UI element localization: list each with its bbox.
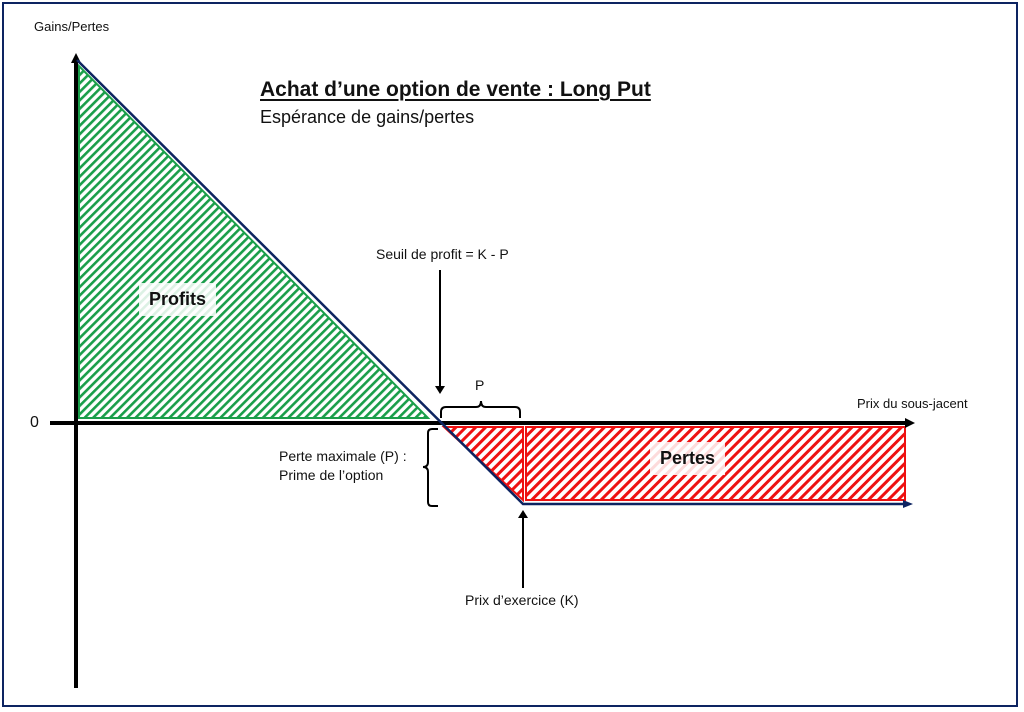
profits-region-label: Profits xyxy=(139,283,217,316)
profit-region xyxy=(78,63,431,419)
max-loss-label-line1: Perte maximale (P) : xyxy=(279,448,407,464)
diagram-subtitle: Espérance de gains/pertes xyxy=(260,107,475,127)
loss-region-rect xyxy=(525,426,906,501)
x-axis-label: Prix du sous-jacent xyxy=(857,396,968,411)
max-loss-label-line2: Prime de l’option xyxy=(279,467,384,483)
breakeven-label: Seuil de profit = K - P xyxy=(376,246,509,262)
strike-label: Prix d’exercice (K) xyxy=(465,592,579,608)
max-loss-brace xyxy=(422,428,438,507)
diagram-title: Achat d’une option de vente : Long Put xyxy=(260,78,651,101)
origin-label: 0 xyxy=(30,414,39,431)
premium-brace-label: P xyxy=(475,377,485,393)
premium-brace xyxy=(440,400,521,418)
losses-region-label: Pertes xyxy=(650,442,726,475)
y-axis-label: Gains/Pertes xyxy=(34,19,110,34)
payoff-line xyxy=(76,59,913,508)
